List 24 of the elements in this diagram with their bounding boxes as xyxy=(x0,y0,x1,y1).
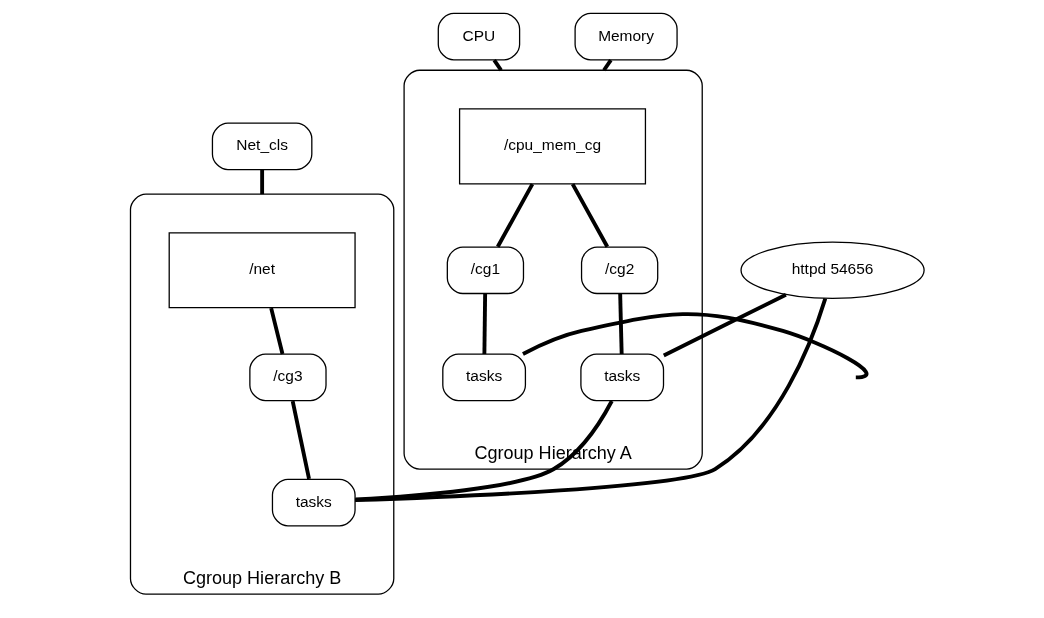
node-box: tasks xyxy=(271,478,356,527)
node-box: /net xyxy=(168,232,356,309)
node-box: /cg2 xyxy=(580,246,659,295)
connector xyxy=(482,293,488,354)
node-box: /cg3 xyxy=(249,353,327,402)
connector xyxy=(522,312,868,380)
connector xyxy=(269,307,285,355)
connector xyxy=(260,169,265,195)
node-box: /cpu_mem_cg xyxy=(458,108,647,185)
connector xyxy=(496,183,535,248)
connector xyxy=(602,59,613,72)
node-ellipse: httpd 54656 xyxy=(740,241,925,300)
node-box: Memory xyxy=(574,12,678,61)
connector xyxy=(570,183,609,248)
connector xyxy=(355,298,828,503)
node-box: CPU xyxy=(437,12,521,61)
connector xyxy=(492,59,503,72)
node-box: tasks xyxy=(442,353,527,402)
connector xyxy=(290,400,311,480)
connector xyxy=(618,293,624,355)
node-box: Net_cls xyxy=(211,122,313,171)
node-box: tasks xyxy=(580,353,665,402)
connector xyxy=(662,293,787,358)
node-box: /cg1 xyxy=(446,246,525,295)
